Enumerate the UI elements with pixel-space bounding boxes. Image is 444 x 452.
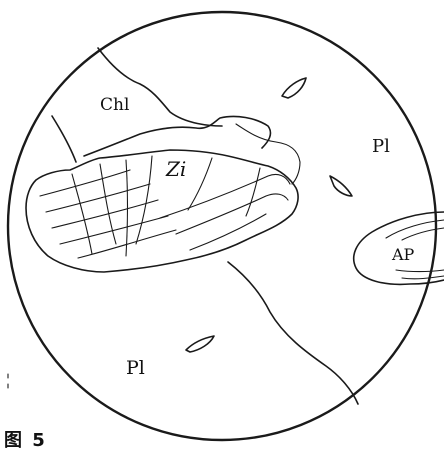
- cross-fracture-5: [188, 158, 212, 210]
- apatite-lamella-2: [402, 228, 444, 240]
- zircon-grain-outline: [26, 150, 298, 272]
- field-of-view-circle: [8, 12, 436, 440]
- small-inclusion-lower: [186, 336, 214, 352]
- apatite-lamella-4: [402, 276, 444, 279]
- long-fracture-line: [228, 262, 358, 404]
- label-zi: Zi: [165, 157, 186, 181]
- figure-caption: 图 5: [4, 426, 47, 452]
- label-ap: AP: [391, 245, 415, 264]
- cross-fracture-4: [136, 156, 152, 244]
- lamella-4: [60, 216, 168, 244]
- label-pl-upper: Pl: [372, 136, 390, 157]
- small-inclusion-top: [282, 78, 306, 98]
- left-crack-line: [52, 116, 76, 162]
- lamella-1: [40, 170, 130, 196]
- lamella-8: [190, 214, 266, 250]
- cross-fracture-3: [126, 160, 128, 256]
- cross-fracture-1: [72, 174, 92, 254]
- cross-fracture-6: [246, 168, 260, 216]
- apatite-lamella-3: [396, 270, 444, 272]
- chlorite-boundary-right: [236, 124, 300, 184]
- small-inclusion-middle: [330, 176, 352, 196]
- lamella-2: [46, 184, 150, 212]
- label-pl-lower: Pl: [126, 357, 145, 379]
- label-chl: Chl: [100, 95, 129, 115]
